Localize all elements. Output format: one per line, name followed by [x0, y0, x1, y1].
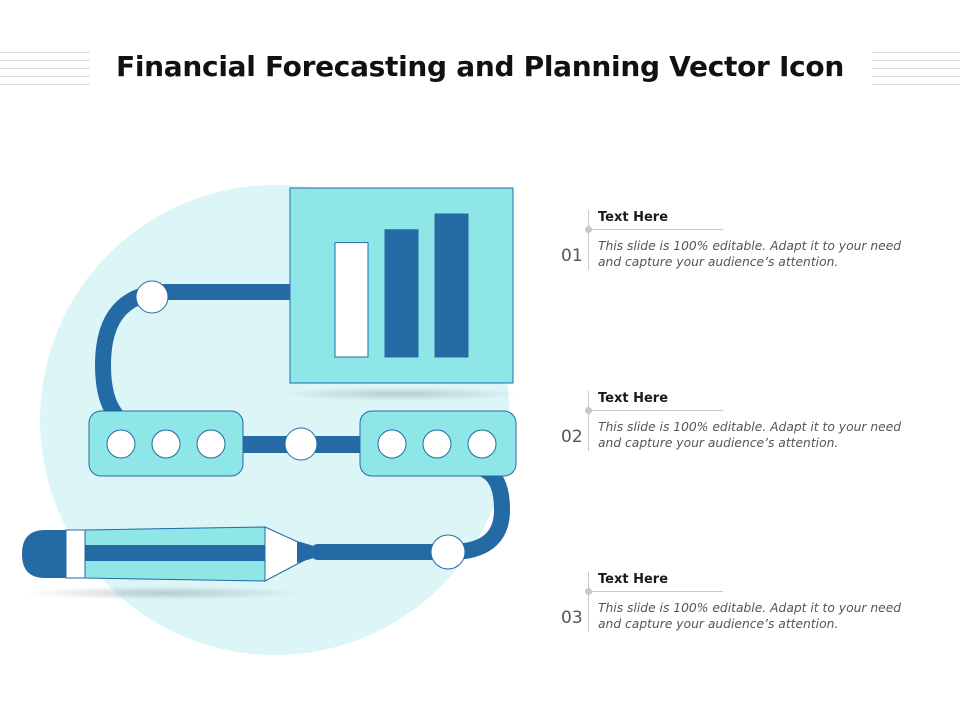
dot-card-right-dot-2 [422, 429, 452, 459]
chart-bar-3 [434, 213, 469, 358]
dot-card-left-dot-3 [196, 429, 226, 459]
text-item-dot [585, 226, 592, 233]
pencil-icon [22, 526, 334, 582]
chart-bar-1 [334, 242, 369, 358]
text-item-description: This slide is 100% editable. Adapt it to… [598, 420, 902, 450]
dot-card-left-dot-2 [151, 429, 181, 459]
dot-card-right-dot-3 [467, 429, 497, 459]
text-item-3: 03 Text Here This slide is 100% editable… [555, 572, 935, 652]
path-node-top [135, 280, 169, 314]
dot-card-left-dot-1 [106, 429, 136, 459]
text-item-number: 02 [561, 427, 583, 447]
text-item-divider [588, 210, 589, 270]
pencil-eraser [22, 530, 66, 578]
chart-bar-2 [384, 229, 419, 358]
pencil-tip [264, 526, 322, 582]
text-item-description: This slide is 100% editable. Adapt it to… [598, 239, 902, 269]
text-item-1: 01 Text Here This slide is 100% editable… [555, 210, 935, 290]
text-item-number: 03 [561, 608, 583, 628]
text-item-dot [585, 407, 592, 414]
text-item-underline [588, 591, 723, 592]
text-item-description: This slide is 100% editable. Adapt it to… [598, 601, 902, 631]
pencil-stripe [85, 545, 265, 561]
pencil-ferrule [65, 529, 86, 579]
text-item-underline [588, 229, 723, 230]
pencil-shadow [25, 586, 305, 600]
text-item-heading: Text Here [598, 391, 669, 406]
text-item-number: 01 [561, 246, 583, 266]
text-item-divider [588, 572, 589, 632]
connector-path-lower [310, 462, 511, 560]
bar-chart [334, 213, 469, 358]
title-decoration-left [0, 52, 90, 86]
text-item-divider [588, 391, 589, 451]
text-item-2: 02 Text Here This slide is 100% editable… [555, 391, 935, 471]
chart-shadow [280, 387, 520, 401]
title-decoration-right [872, 52, 960, 86]
pencil-lead [297, 541, 334, 563]
text-item-dot [585, 588, 592, 595]
text-item-heading: Text Here [598, 210, 669, 225]
text-item-heading: Text Here [598, 572, 669, 587]
dot-card-right-dot-1 [377, 429, 407, 459]
path-node-bottom [430, 534, 466, 570]
page-title: Financial Forecasting and Planning Vecto… [116, 50, 844, 83]
path-node-middle [284, 427, 318, 461]
text-item-underline [588, 410, 723, 411]
